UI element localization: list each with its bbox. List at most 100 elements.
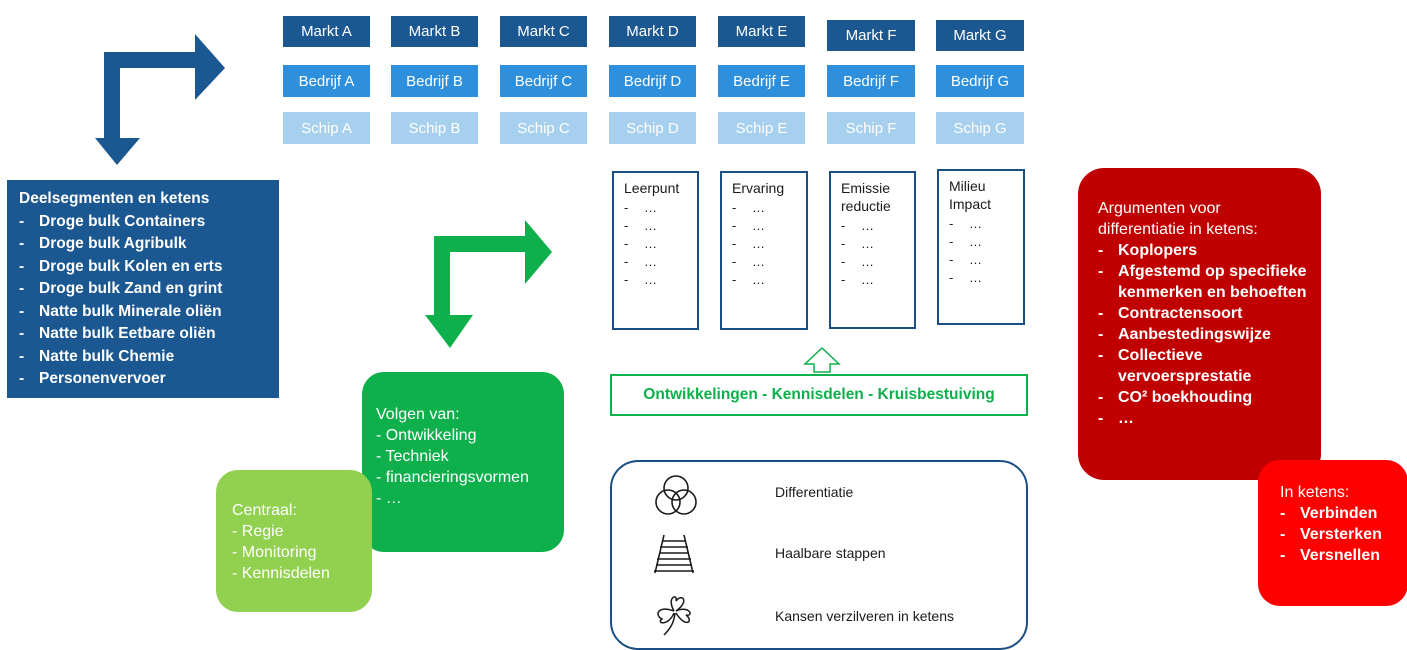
legend-item-haalbare-stappen: Haalbare stappen	[775, 545, 886, 561]
segments-title: Deelsegmenten en ketens	[19, 190, 210, 207]
market-tile: Markt C	[500, 16, 587, 47]
card-title: Emissie reductie	[841, 180, 891, 214]
market-tile: Markt E	[718, 16, 805, 47]
card-items: …………	[949, 215, 1023, 287]
lesson-card: Milieu Impact…………	[937, 169, 1025, 325]
volgen-item: - …	[376, 490, 402, 507]
company-tile: Bedrijf G	[936, 65, 1024, 97]
card-items: ……………	[732, 199, 806, 289]
lesson-card: Ervaring……………	[720, 171, 808, 330]
developments-label: Ontwikkelingen - Kennisdelen - Kruisbest…	[643, 386, 995, 403]
segment-item: Personenvervoer	[19, 368, 279, 391]
green-turn-arrow	[425, 220, 552, 348]
card-item: …	[841, 253, 914, 271]
argumenten-title: Argumenten voor differentiatie in ketens…	[1098, 200, 1258, 238]
card-item: …	[732, 271, 806, 289]
volgen-item: - Ontwikkeling	[376, 427, 477, 444]
card-items: ……………	[624, 199, 697, 289]
ship-tile: Schip A	[283, 112, 370, 144]
centraal-list: - Regie - Monitoring - Kennisdelen	[232, 521, 372, 584]
centraal-item: - Regie	[232, 523, 284, 540]
volgen-box: Volgen van: - Ontwikkeling - Techniek - fi…	[362, 372, 564, 552]
ship-tile: Schip D	[609, 112, 696, 144]
lesson-card: Emissie reductie…………	[829, 171, 916, 329]
segment-item: Natte bulk Eetbare oliën	[19, 323, 279, 346]
argumenten-item: Contractensoort	[1098, 303, 1311, 324]
segments-list: Droge bulk ContainersDroge bulk Agribulk…	[19, 211, 279, 391]
legend-item-kansen: Kansen verzilveren in ketens	[775, 608, 954, 624]
segments-box: Deelsegmenten en ketens Droge bulk Conta…	[7, 180, 279, 398]
argumenten-item: Koplopers	[1098, 240, 1311, 261]
ketens-list: VerbindenVersterkenVersnellen	[1280, 503, 1407, 566]
company-tile: Bedrijf E	[718, 65, 805, 97]
ship-tile: Schip E	[718, 112, 805, 144]
card-item: …	[841, 271, 914, 289]
railway-track-icon	[654, 534, 694, 574]
card-item: …	[949, 251, 1023, 269]
developments-box: Ontwikkelingen - Kennisdelen - Kruisbest…	[610, 374, 1028, 416]
volgen-list: - Ontwikkeling - Techniek - financieringsv…	[376, 425, 564, 509]
volgen-item: - Techniek	[376, 448, 449, 465]
argumenten-item: Aanbestedingswijze	[1098, 324, 1311, 345]
market-tile: Markt G	[936, 20, 1024, 51]
card-title: Milieu Impact	[949, 178, 992, 212]
argumenten-item: Collectieve vervoersprestatie	[1098, 345, 1311, 387]
argumenten-list: KoplopersAfgestemd op specifieke kenmerk…	[1098, 240, 1311, 429]
market-tile: Markt F	[827, 20, 915, 51]
argumenten-box: Argumenten voor differentiatie in ketens…	[1078, 168, 1321, 480]
ketens-box: In ketens: VerbindenVersterkenVersnellen	[1258, 460, 1407, 606]
card-item: …	[624, 199, 697, 217]
ship-tile: Schip C	[500, 112, 587, 144]
ship-tile: Schip F	[827, 112, 915, 144]
centraal-box: Centraal: - Regie - Monitoring - Kennisdel…	[216, 470, 372, 612]
legend-label: Differentiatie	[775, 484, 854, 500]
card-item: …	[949, 215, 1023, 233]
volgen-item: - financieringsvormen	[376, 469, 529, 486]
centraal-item: - Kennisdelen	[232, 565, 330, 582]
circles-icon	[655, 475, 697, 515]
ship-tile: Schip G	[936, 112, 1024, 144]
card-item: …	[624, 271, 697, 289]
company-tile: Bedrijf B	[391, 65, 478, 97]
clover-icon	[657, 596, 691, 636]
ship-tile: Schip B	[391, 112, 478, 144]
card-item: …	[949, 269, 1023, 287]
card-title: Leerpunt	[624, 180, 680, 196]
card-item: …	[732, 235, 806, 253]
segment-item: Natte bulk Minerale oliën	[19, 301, 279, 324]
legend-label: Haalbare stappen	[775, 545, 886, 561]
card-items: …………	[841, 217, 914, 289]
lesson-card: Leerpunt ……………	[612, 171, 699, 330]
segment-item: Natte bulk Chemie	[19, 346, 279, 369]
company-tile: Bedrijf C	[500, 65, 587, 97]
argumenten-item: …	[1098, 408, 1311, 429]
centraal-title: Centraal:	[232, 502, 297, 519]
company-tile: Bedrijf F	[827, 65, 915, 97]
card-item: …	[841, 235, 914, 253]
company-tile: Bedrijf A	[283, 65, 370, 97]
ketens-item: Verbinden	[1280, 503, 1407, 524]
company-tile: Bedrijf D	[609, 65, 696, 97]
legend-label: Kansen verzilveren in ketens	[775, 608, 954, 624]
ketens-title: In ketens:	[1280, 484, 1350, 501]
blue-turn-arrow	[95, 34, 225, 165]
segment-item: Droge bulk Zand en grint	[19, 278, 279, 301]
card-item: …	[624, 235, 697, 253]
up-arrow-icon	[803, 346, 841, 373]
card-title: Ervaring	[732, 180, 785, 196]
ketens-item: Versterken	[1280, 524, 1407, 545]
volgen-title: Volgen van:	[376, 406, 460, 423]
centraal-item: - Monitoring	[232, 544, 317, 561]
card-item: …	[732, 217, 806, 235]
segment-item: Droge bulk Containers	[19, 211, 279, 234]
argumenten-item: CO² boekhouding	[1098, 387, 1311, 408]
argumenten-item: Afgestemd op specifieke kenmerken en beh…	[1098, 261, 1311, 303]
card-item: …	[949, 233, 1023, 251]
market-tile: Markt D	[609, 16, 696, 47]
ketens-item: Versnellen	[1280, 545, 1407, 566]
card-item: …	[732, 199, 806, 217]
market-tile: Markt A	[283, 16, 370, 47]
card-item: …	[624, 217, 697, 235]
market-tile: Markt B	[391, 16, 478, 47]
card-item: …	[732, 253, 806, 271]
